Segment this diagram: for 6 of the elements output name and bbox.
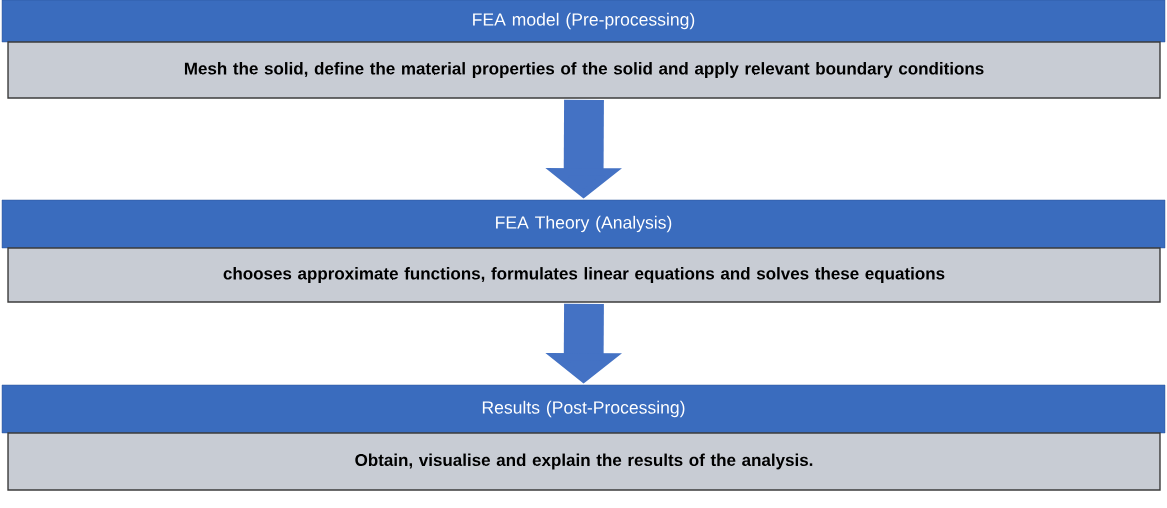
description-band: Obtain, visualise and explain the results of the analysis. (7, 432, 1161, 491)
header-band: FEA model (Pre-processing) (1, 0, 1166, 43)
description-band: chooses approximate functions, formulates linear equations and solves these equations (7, 247, 1161, 303)
description-band: Mesh the solid, define the material properties of the solid and apply relevant boundary conditions (7, 41, 1161, 99)
header-band: Results (Post-Processing) (1, 384, 1166, 434)
header-band: FEA Theory (Analysis) (1, 199, 1166, 249)
